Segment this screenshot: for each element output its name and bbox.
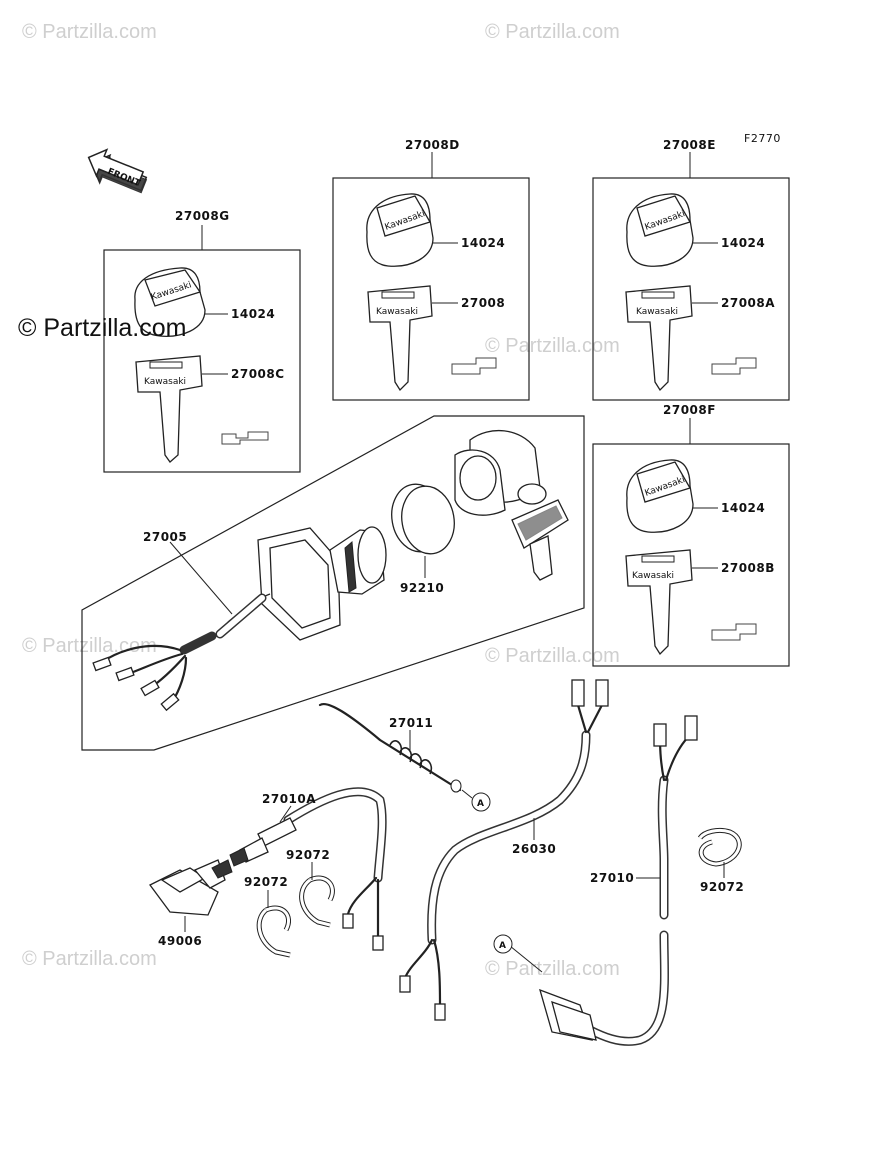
- key-brand: Kawasaki: [376, 307, 418, 317]
- key-blank-icon: Kawasaki: [135, 355, 203, 463]
- watermark: © Partzilla.com: [485, 335, 620, 357]
- key-blank-icon: Kawasaki: [367, 285, 433, 392]
- watermark: © Partzilla.com: [485, 645, 620, 667]
- callout-27010: 27010: [590, 871, 634, 885]
- callout-27008B: 27008B: [721, 561, 775, 575]
- watermark: © Partzilla.com: [485, 21, 620, 43]
- clamp-92072-icon: [697, 827, 742, 867]
- key-code-tag-icon: [711, 357, 757, 375]
- callout-14024: 14024: [721, 236, 765, 250]
- watermark: © Partzilla.com: [22, 635, 157, 657]
- callout-14024: 14024: [461, 236, 505, 250]
- callout-27008D: 27008D: [405, 138, 460, 152]
- watermark-prominent: © Partzilla.com: [18, 314, 186, 342]
- connector-marker-a: [493, 934, 513, 954]
- clamp-92072-icon: [256, 905, 291, 958]
- key-set-27008E-box: [592, 177, 790, 401]
- callout-92072: 92072: [286, 848, 330, 862]
- key-cap-icon: Kawasaki: [366, 193, 434, 267]
- callout-27008E: 27008E: [663, 138, 716, 152]
- callout-27008: 27008: [461, 296, 505, 310]
- nut-92210-icon: [391, 483, 455, 555]
- key-code-tag-icon: [451, 357, 497, 375]
- watermark: © Partzilla.com: [485, 958, 620, 980]
- key-set-27008D-box: [332, 177, 530, 401]
- ignition-switch-icon: [227, 526, 387, 641]
- key-code-tag-icon: [221, 431, 269, 445]
- key-code-tag-icon: [711, 623, 757, 641]
- callout-26030: 26030: [512, 842, 556, 856]
- callout-92072: 92072: [244, 875, 288, 889]
- harness-26030-icon: [399, 679, 609, 1021]
- key-cap-icon: Kawasaki: [134, 267, 206, 337]
- key-blank-icon: Kawasaki: [625, 285, 693, 392]
- spring-27011-icon: [318, 702, 462, 793]
- harness-27010A-icon: [229, 787, 387, 951]
- callout-49006: 49006: [158, 934, 202, 948]
- key-brand: Kawasaki: [144, 377, 186, 387]
- callout-27008G: 27008G: [175, 209, 230, 223]
- callout-92210: 92210: [400, 581, 444, 595]
- callout-14024: 14024: [231, 307, 275, 321]
- callout-92072: 92072: [700, 880, 744, 894]
- clamp-92072-icon: [299, 875, 335, 928]
- callout-27010A: 27010A: [262, 792, 316, 806]
- callout-27008C: 27008C: [231, 367, 285, 381]
- switch-49006-icon: [149, 859, 233, 916]
- harness-27010-icon: [539, 715, 698, 1046]
- connector-marker-a-label: A: [499, 941, 506, 951]
- callout-27011: 27011: [389, 716, 433, 730]
- figure-code: F2770: [744, 132, 781, 145]
- connector-marker-a: [471, 792, 491, 812]
- key-set-27008G-box: [103, 249, 301, 473]
- ignition-switch-assembly-box: [81, 415, 585, 751]
- callout-27008F: 27008F: [663, 403, 716, 417]
- switch-cover-icon: [454, 429, 541, 516]
- ignition-key-icon: [511, 483, 569, 581]
- switch-harness-icon: [92, 593, 267, 712]
- key-brand: Kawasaki: [632, 571, 674, 581]
- key-set-27008F-box: [592, 443, 790, 667]
- watermark-layer: © Partzilla.com © Partzilla.com © Partzi…: [22, 21, 620, 980]
- connector-marker-a-label: A: [477, 799, 484, 809]
- key-blank-icon: Kawasaki: [625, 549, 693, 656]
- front-arrow-icon: FRONT: [87, 148, 148, 194]
- callout-27005: 27005: [143, 530, 187, 544]
- key-brand: Kawasaki: [636, 307, 678, 317]
- watermark: © Partzilla.com: [22, 21, 157, 43]
- key-cap-icon: Kawasaki: [626, 459, 694, 533]
- callout-14024: 14024: [721, 501, 765, 515]
- key-cap-icon: Kawasaki: [626, 193, 694, 267]
- watermark: © Partzilla.com: [22, 948, 157, 970]
- callout-27008A: 27008A: [721, 296, 775, 310]
